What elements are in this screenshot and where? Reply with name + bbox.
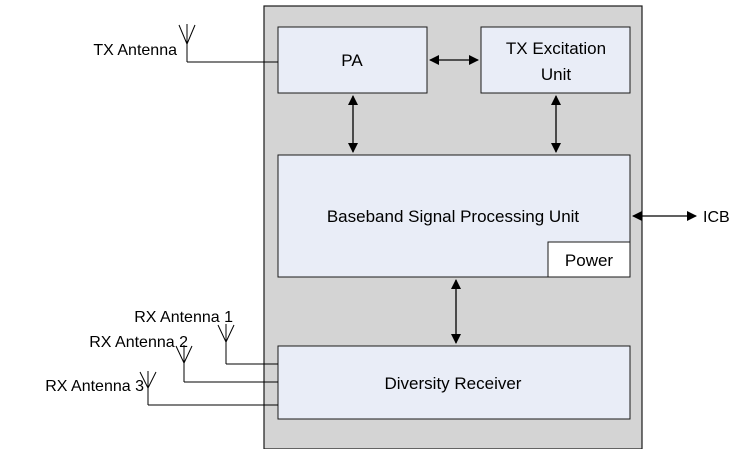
rx-antenna-2-label: RX Antenna 2: [89, 334, 188, 351]
tx-antenna-label: TX Antenna: [93, 42, 177, 59]
pa-block: [277, 26, 428, 94]
baseband-label: Baseband Signal Processing Unit: [327, 207, 580, 226]
rx-antenna-2-icon: [175, 345, 193, 382]
rx-antenna-3-icon: [139, 371, 157, 405]
tx-excitation-label-line1: TX Excitation: [506, 39, 606, 58]
power-block: [547, 241, 631, 278]
power-label: Power: [565, 251, 614, 270]
rx-antenna-1-icon: [217, 324, 235, 364]
rx-antenna-1-label: RX Antenna 1: [134, 309, 233, 326]
icb-label: ICB: [703, 209, 730, 226]
tx-excitation-label-line2: Unit: [541, 65, 572, 84]
pa-label: PA: [341, 51, 363, 70]
diversity-receiver-label: Diversity Receiver: [385, 374, 522, 393]
tx-antenna-icon: [178, 24, 196, 62]
rx-antenna-3-label: RX Antenna 3: [45, 378, 144, 395]
tx-excitation-block: [480, 26, 631, 94]
